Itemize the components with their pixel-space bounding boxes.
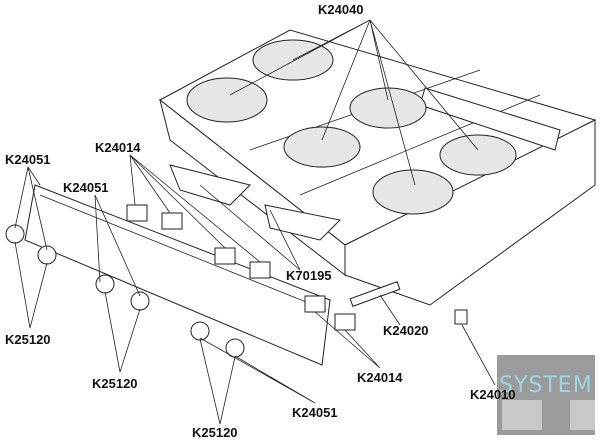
burner: [283, 126, 361, 168]
svg-text:SYSTEM: SYSTEM: [499, 373, 593, 398]
part-label-k24051: K24051: [292, 405, 338, 420]
rail-part: [349, 281, 401, 307]
part-label-k25120: K25120: [192, 425, 238, 440]
burners: [186, 39, 517, 215]
system-watermark-logo: SYSTEM: [497, 355, 595, 435]
knob-holders: [126, 204, 356, 331]
part-label-k25120: K25120: [5, 332, 51, 347]
part-label-k24014: K24014: [95, 140, 141, 155]
part-label-k24051: K24051: [63, 180, 109, 195]
burner: [439, 134, 517, 176]
cooktop-body: [159, 29, 597, 306]
spring-part: [454, 309, 468, 325]
leader-lines: [14, 19, 496, 425]
part-label-k25120: K25120: [92, 376, 138, 391]
part-label-k24014: K24014: [357, 370, 403, 385]
part-label-k24020: K24020: [383, 323, 429, 338]
burner: [372, 169, 454, 215]
knobs: [5, 224, 245, 358]
part-label-k70195: K70195: [286, 268, 332, 283]
burner: [349, 87, 427, 129]
burner: [186, 77, 268, 123]
part-label-k24010: K24010: [470, 387, 516, 402]
part-label-k24051: K24051: [5, 152, 51, 167]
part-label-k24040: K24040: [318, 2, 364, 17]
